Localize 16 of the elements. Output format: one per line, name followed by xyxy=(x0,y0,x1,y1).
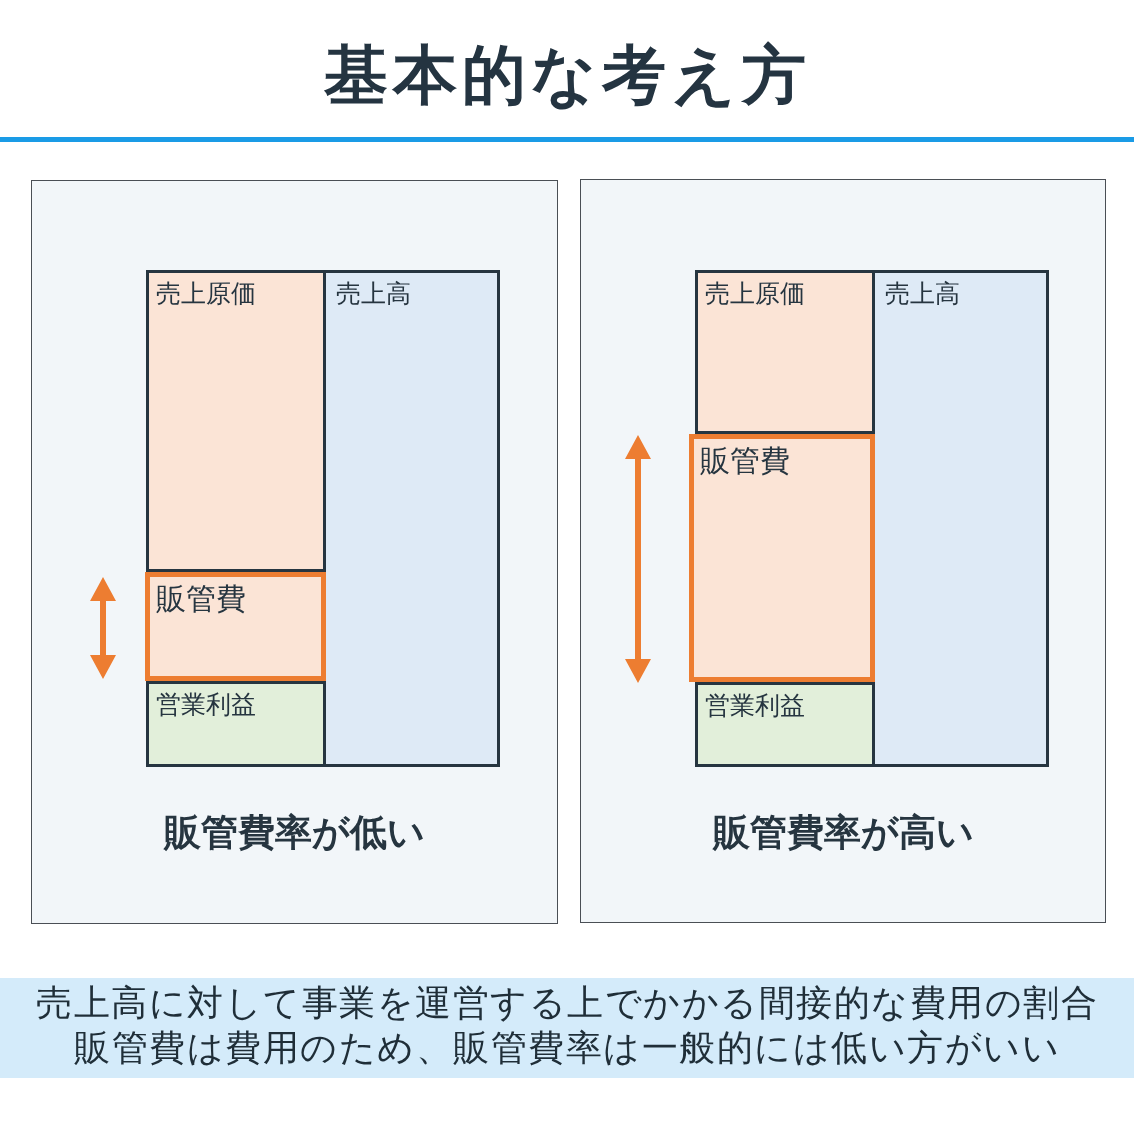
segment-box: 売上原価 xyxy=(146,270,326,572)
highlight-box: 販管費 xyxy=(689,434,875,682)
segment-box: 営業利益 xyxy=(146,681,326,767)
panel-caption: 販管費率が高い xyxy=(712,811,974,856)
panel xyxy=(580,179,1106,923)
note-text: 販管費は費用のため、販管費率は一般的には低い方がいい xyxy=(74,1026,1060,1070)
title: 基本的な考え方 xyxy=(323,40,811,111)
highlight-box: 販管費 xyxy=(145,572,326,681)
column-box: 売上高 xyxy=(875,270,1049,767)
panel xyxy=(31,180,558,924)
note-band xyxy=(0,978,1134,1078)
column-box: 売上高 xyxy=(326,270,500,767)
segment-box: 売上原価 xyxy=(695,270,875,434)
note-text: 売上高に対して事業を運営する上でかかる間接的な費用の割合 xyxy=(36,981,1098,1025)
panel-caption: 販管費率が低い xyxy=(163,811,425,856)
segment-box: 営業利益 xyxy=(695,682,875,767)
